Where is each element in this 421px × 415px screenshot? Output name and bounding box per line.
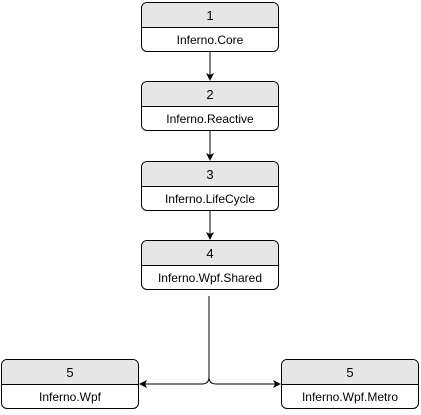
node-label: Inferno.Wpf — [38, 390, 102, 404]
node-label: Inferno.LifeCycle — [164, 192, 256, 206]
node-number: 5 — [282, 360, 418, 385]
node-label: Inferno.Reactive — [166, 112, 254, 126]
node-number: 3 — [142, 162, 278, 187]
node-inferno-reactive[interactable]: 2 Inferno.Reactive — [141, 81, 279, 131]
node-inferno-lifecycle[interactable]: 3 Inferno.LifeCycle — [141, 161, 279, 211]
edge-shared-to-metro — [208, 296, 281, 388]
node-inferno-wpf[interactable]: 5 Inferno.Wpf — [1, 359, 139, 409]
edge-shared-to-wpf — [139, 296, 210, 388]
node-inferno-wpf-shared[interactable]: 4 Inferno.Wpf.Shared — [141, 240, 279, 290]
node-label: Inferno.Wpf.Shared — [157, 271, 263, 285]
node-number: 5 — [2, 360, 138, 385]
node-number: 4 — [142, 241, 278, 266]
node-inferno-wpf-metro[interactable]: 5 Inferno.Wpf.Metro — [281, 359, 419, 409]
node-label: Inferno.Core — [176, 33, 244, 47]
node-number: 2 — [142, 82, 278, 107]
node-label: Inferno.Wpf.Metro — [301, 390, 399, 404]
node-number: 1 — [142, 3, 278, 28]
node-inferno-core[interactable]: 1 Inferno.Core — [141, 2, 279, 52]
